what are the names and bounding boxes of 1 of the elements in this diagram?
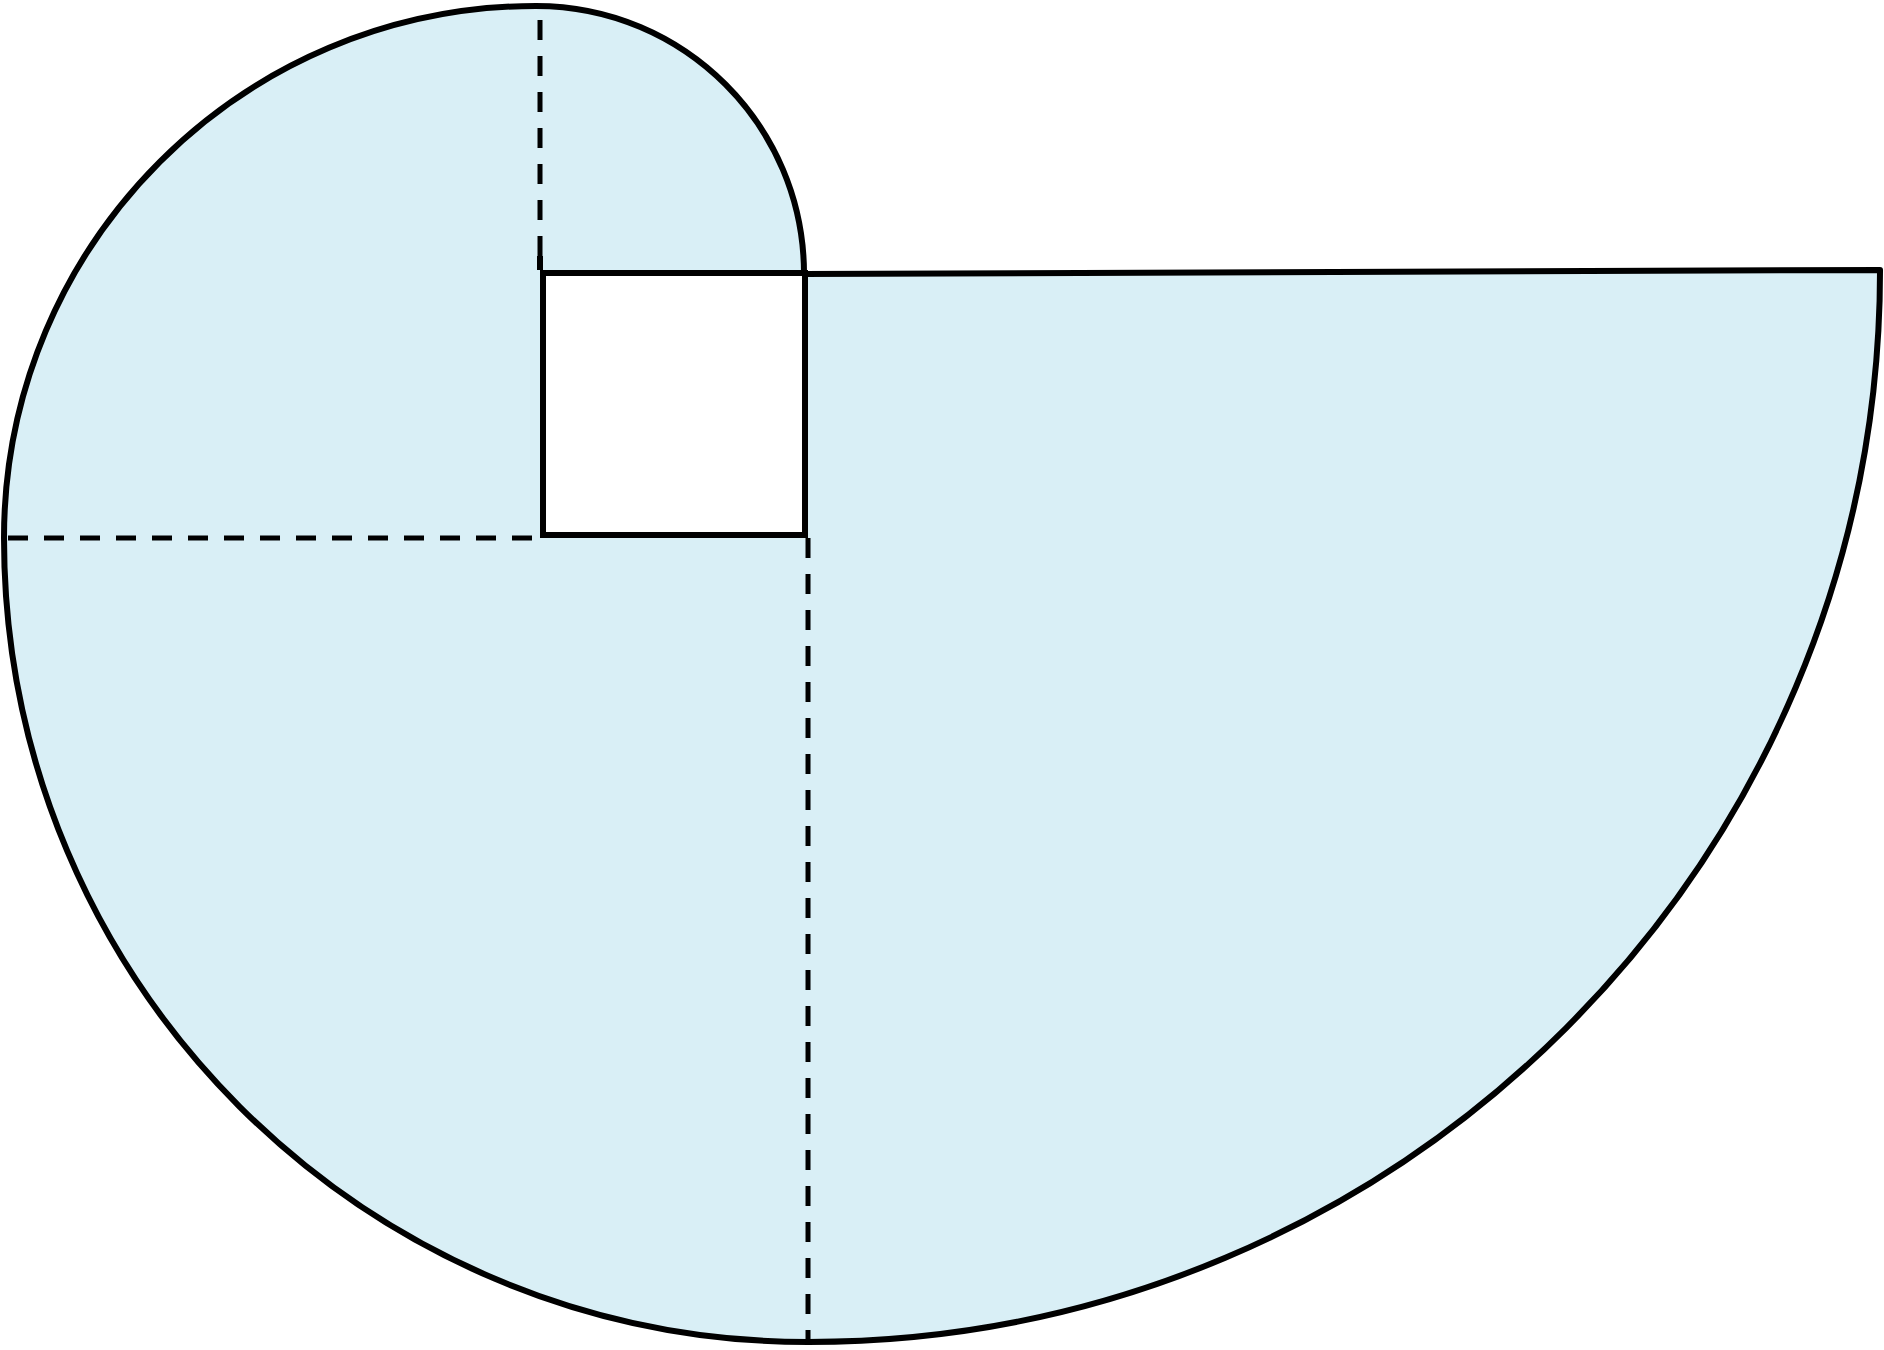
square: [540, 270, 808, 538]
